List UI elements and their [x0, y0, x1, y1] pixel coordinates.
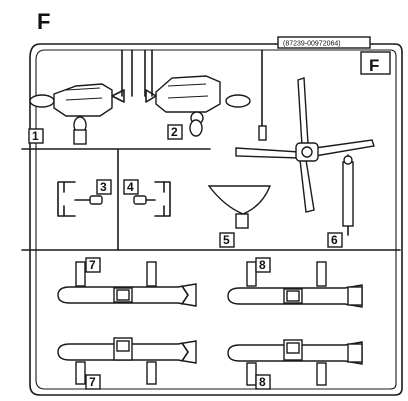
part-2-motor-housing — [145, 75, 251, 137]
part-label-4: 4 — [123, 179, 139, 195]
part-7-tank-lower — [57, 337, 197, 385]
part-4-bracket — [133, 181, 171, 217]
svg-text:3: 3 — [100, 180, 107, 194]
runner-vertical-mid-top — [144, 49, 153, 97]
part-8-tank-upper — [227, 261, 363, 308]
part-5-cone — [207, 185, 272, 229]
part-label-1: 1 — [28, 128, 44, 144]
rotor-blades — [235, 77, 375, 213]
svg-text:1: 1 — [32, 129, 39, 143]
sprue-letter: F — [37, 9, 50, 34]
svg-text:8: 8 — [259, 258, 266, 272]
part-code-box — [277, 36, 371, 49]
part-7-tank-upper — [57, 261, 197, 307]
part-label-6: 6 — [327, 232, 343, 248]
svg-text:7: 7 — [89, 375, 96, 389]
part-1-motor-housing — [29, 83, 125, 145]
part-label-8-lower: 8 — [255, 374, 271, 390]
part-3-bracket — [57, 181, 103, 217]
corner-letter-box — [360, 51, 391, 75]
svg-text:7: 7 — [89, 258, 96, 272]
part-label-2: 2 — [167, 124, 183, 140]
svg-text:2: 2 — [171, 125, 178, 139]
sprue-frame — [29, 43, 403, 396]
part-code: (87239-00972064) — [283, 41, 341, 48]
sprue-frame-inner — [35, 49, 397, 390]
svg-text:8: 8 — [259, 375, 266, 389]
svg-text:4: 4 — [127, 180, 134, 194]
svg-text:5: 5 — [223, 233, 230, 247]
part-label-7-upper: 7 — [85, 257, 101, 273]
part-6-rod — [342, 155, 354, 227]
part-8-tank-lower — [227, 339, 363, 386]
runner-vertical-left-top — [121, 49, 133, 97]
part-label-5: 5 — [219, 232, 235, 248]
corner-letter: F — [369, 56, 379, 75]
part-label-7-lower: 7 — [85, 374, 101, 390]
part-label-8-upper: 8 — [255, 257, 271, 273]
svg-text:6: 6 — [331, 233, 338, 247]
part-label-3: 3 — [96, 179, 112, 195]
